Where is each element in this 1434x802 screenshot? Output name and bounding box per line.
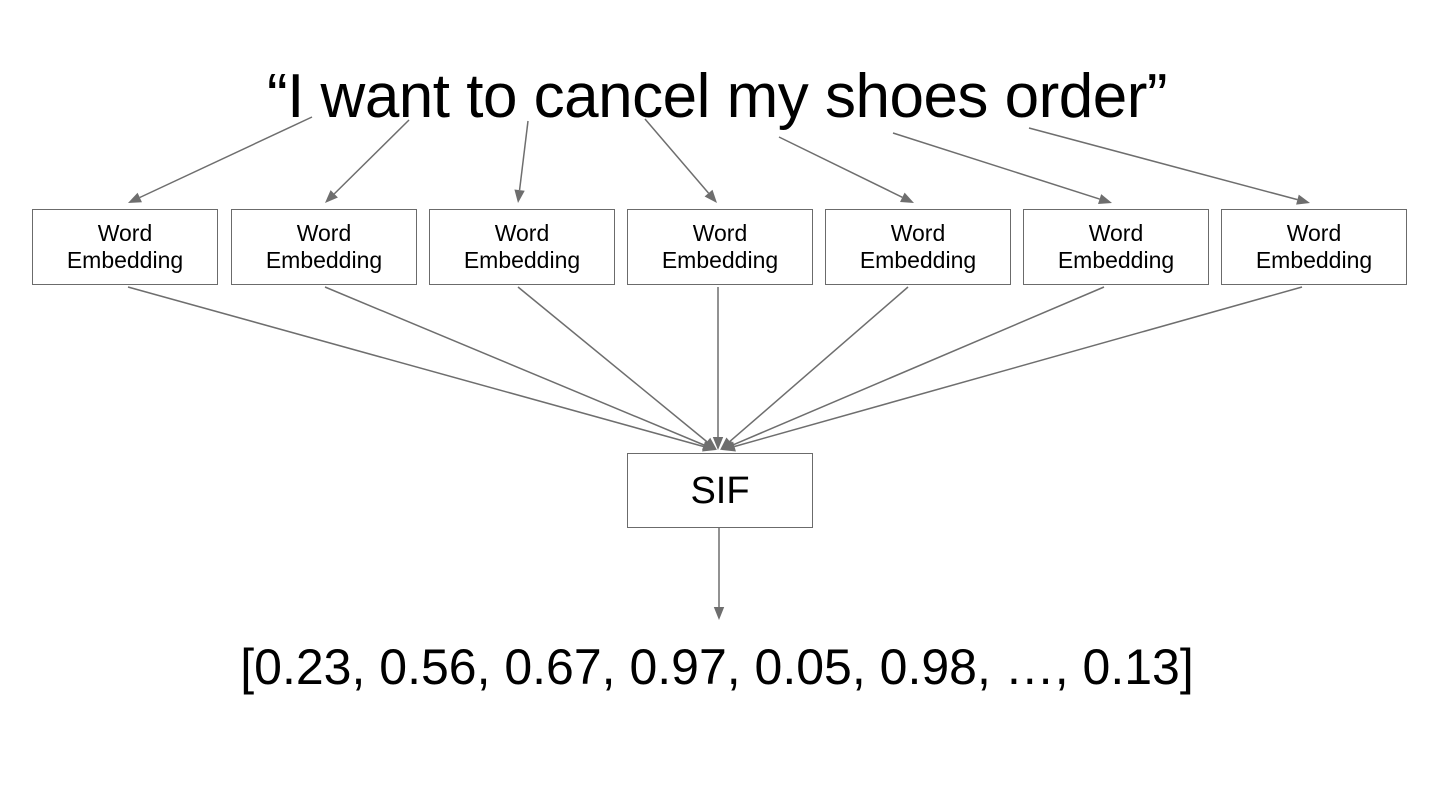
word-embedding-node-2: Word Embedding: [231, 209, 417, 285]
sentence-to-word-arrow-7: [1028, 127, 1310, 205]
word-to-sif-arrow-2: [324, 286, 716, 450]
sif-label: SIF: [690, 469, 750, 512]
sif-node: SIF: [627, 453, 813, 528]
word-to-sif-arrow-3: [517, 286, 717, 450]
word-embedding-label: Word Embedding: [463, 220, 581, 273]
word-embedding-label: Word Embedding: [1057, 220, 1175, 273]
word-embedding-label: Word Embedding: [661, 220, 779, 273]
word-embedding-label: Word Embedding: [1255, 220, 1373, 273]
sif-to-vector-arrow: [713, 528, 725, 620]
word-embedding-label: Word Embedding: [66, 220, 184, 273]
sentence-to-word-arrow-6: [892, 132, 1112, 204]
word-embedding-label: Word Embedding: [265, 220, 383, 273]
word-to-sif-arrow-4: [712, 287, 724, 450]
word-to-sif-arrow-5: [720, 286, 909, 450]
word-embedding-node-6: Word Embedding: [1023, 209, 1209, 285]
word-to-sif-arrow-7: [722, 286, 1303, 452]
output-vector-text: [0.23, 0.56, 0.67, 0.97, 0.05, 0.98, …, …: [240, 639, 1194, 695]
word-to-sif-arrow-1: [127, 286, 716, 452]
sentence-to-word-arrow-5: [778, 136, 914, 203]
word-embedding-node-4: Word Embedding: [627, 209, 813, 285]
word-embedding-node-5: Word Embedding: [825, 209, 1011, 285]
word-embedding-node-1: Word Embedding: [32, 209, 218, 285]
word-embedding-label: Word Embedding: [859, 220, 977, 273]
word-embedding-node-7: Word Embedding: [1221, 209, 1407, 285]
word-embedding-node-3: Word Embedding: [429, 209, 615, 285]
word-to-sif-arrow-6: [721, 286, 1105, 450]
input-sentence-text: “I want to cancel my shoes order”: [266, 62, 1168, 131]
